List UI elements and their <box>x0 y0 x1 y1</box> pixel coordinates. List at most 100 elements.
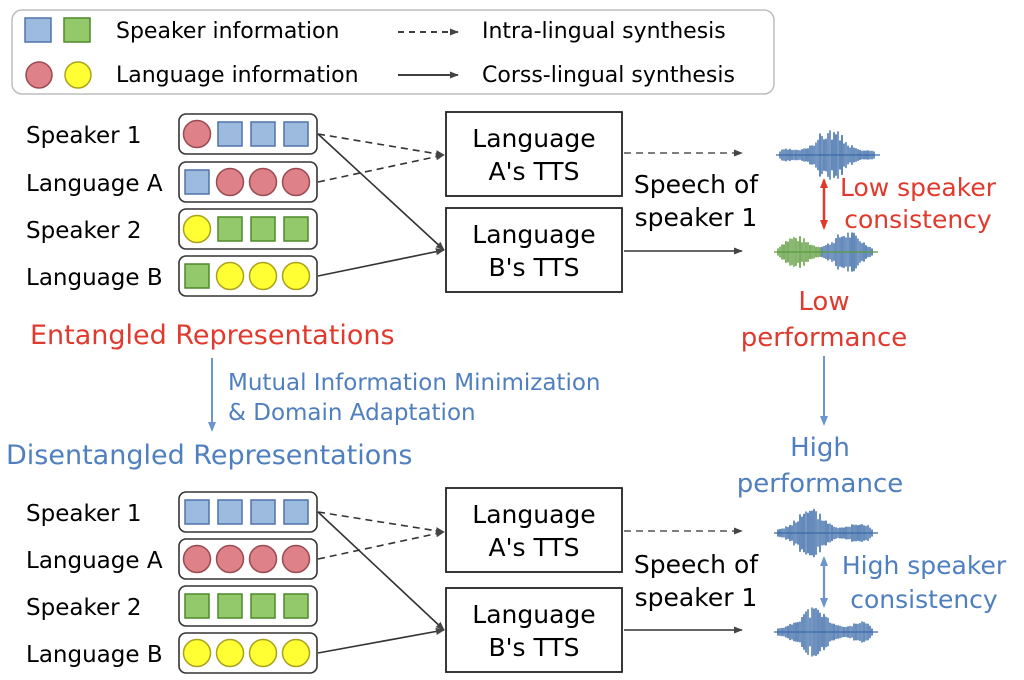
legend-language-info-text: Language information <box>116 63 359 88</box>
row-label: Speaker 2 <box>26 595 142 621</box>
legend-yellow-circle-icon <box>64 61 92 89</box>
method-line-2: & Domain Adaptation <box>228 400 476 426</box>
square-green-token <box>217 216 243 242</box>
svg-text:High: High <box>790 433 850 463</box>
token-container <box>178 255 318 297</box>
bottom-row-3: Speaker 2 <box>26 585 318 627</box>
square-blue-token <box>217 499 243 525</box>
svg-text:Speech of: Speech of <box>634 550 759 579</box>
bottom-waveform-blue-2 <box>774 607 878 657</box>
square-blue-token <box>184 169 210 195</box>
row-label: Language A <box>26 171 163 197</box>
bottom-speech-label: Speech of speaker 1 <box>634 550 759 612</box>
svg-text:speaker 1: speaker 1 <box>635 203 758 232</box>
circle-red-token <box>215 544 245 574</box>
legend-green-square-icon <box>63 17 91 43</box>
square-green-token <box>283 216 309 242</box>
method-line-1: Mutual Information Minimization <box>228 370 600 396</box>
circle-yellow-token <box>182 214 212 244</box>
svg-text:Low speaker: Low speaker <box>840 173 997 202</box>
square-blue-token <box>250 121 276 147</box>
legend-cross-text: Corss-lingual synthesis <box>482 63 735 88</box>
svg-text:A's TTS: A's TTS <box>489 533 580 562</box>
legend-intra-text: Intra-lingual synthesis <box>482 19 726 44</box>
circle-red-token <box>215 167 245 197</box>
square-green-token <box>250 216 276 242</box>
token-container <box>178 491 318 533</box>
row-label: Speaker 1 <box>26 501 142 527</box>
svg-text:A's TTS: A's TTS <box>489 157 580 186</box>
top-waveform-green-blue <box>774 232 878 272</box>
svg-text:consistency: consistency <box>844 205 992 234</box>
svg-text:Speech of: Speech of <box>634 170 759 199</box>
circle-red-token <box>182 119 212 149</box>
circle-yellow-token <box>248 261 278 291</box>
top-tts-a-box: Language A's TTS <box>445 111 623 197</box>
bottom-waveform-blue-1 <box>774 508 878 558</box>
circle-red-token <box>182 544 212 574</box>
top-speech-label: Speech of speaker 1 <box>634 170 759 232</box>
legend-red-circle-icon <box>25 61 53 89</box>
top-waveform-blue <box>776 130 880 180</box>
bottom-tts-a-box: Language A's TTS <box>445 487 623 573</box>
circle-yellow-token <box>182 638 212 668</box>
token-container <box>178 161 318 203</box>
top-row-1: Speaker 1 <box>26 113 318 155</box>
row-label: Language A <box>26 548 163 574</box>
row-label: Language B <box>26 642 163 668</box>
svg-text:performance: performance <box>741 323 908 353</box>
svg-text:Language: Language <box>472 500 595 529</box>
circle-red-token <box>248 167 278 197</box>
top-heading: Entangled Representations <box>30 320 395 351</box>
circle-yellow-token <box>248 638 278 668</box>
svg-text:consistency: consistency <box>850 585 998 614</box>
row-label: Speaker 1 <box>26 123 142 149</box>
top-section: Speaker 1 Language A Speaker 2 Language B L… <box>26 111 997 353</box>
square-blue-token <box>283 499 309 525</box>
square-green-token <box>184 263 210 289</box>
legend-blue-square-icon <box>24 17 52 43</box>
token-container <box>178 538 318 580</box>
circle-red-token <box>281 544 311 574</box>
square-green-token <box>184 593 210 619</box>
svg-text:Language: Language <box>472 124 595 153</box>
bottom-row-1: Speaker 1 <box>26 491 318 533</box>
row-label: Language B <box>26 265 163 291</box>
square-blue-token <box>283 121 309 147</box>
bottom-section: Disentangled Representations High perfor… <box>6 433 1007 674</box>
square-blue-token <box>184 499 210 525</box>
bottom-heading: Disentangled Representations <box>6 440 412 471</box>
token-container <box>178 585 318 627</box>
square-green-token <box>217 593 243 619</box>
square-blue-token <box>217 121 243 147</box>
bottom-consistency-label: High speaker consistency <box>842 551 1007 614</box>
svg-text:B's TTS: B's TTS <box>489 253 580 282</box>
svg-text:High speaker: High speaker <box>842 551 1007 580</box>
bottom-performance-label: High performance <box>737 433 904 499</box>
token-container <box>178 632 318 674</box>
svg-text:performance: performance <box>737 469 904 499</box>
middle-transition: Mutual Information Minimization & Domain… <box>208 356 828 432</box>
svg-text:B's TTS: B's TTS <box>489 633 580 662</box>
top-tts-b-box: Language B's TTS <box>445 207 623 293</box>
svg-text:speaker 1: speaker 1 <box>635 583 758 612</box>
row-label: Speaker 2 <box>26 218 142 244</box>
token-container <box>178 208 318 250</box>
circle-yellow-token <box>215 638 245 668</box>
top-row-4: Language B <box>26 255 318 297</box>
top-consistency-label: Low speaker consistency <box>840 173 997 234</box>
circle-yellow-token <box>281 638 311 668</box>
square-green-token <box>250 593 276 619</box>
token-container <box>178 113 318 155</box>
legend: Speaker information Intra-lingual synthe… <box>11 9 775 95</box>
svg-text:Low: Low <box>798 287 849 317</box>
legend-speaker-info-text: Speaker information <box>116 19 339 44</box>
top-row-3: Speaker 2 <box>26 208 318 250</box>
square-blue-token <box>250 499 276 525</box>
top-row-2: Language A <box>26 161 318 203</box>
svg-text:Language: Language <box>472 220 595 249</box>
top-performance-label: Low performance <box>741 287 908 353</box>
bottom-row-2: Language A <box>26 538 318 580</box>
square-green-token <box>283 593 309 619</box>
